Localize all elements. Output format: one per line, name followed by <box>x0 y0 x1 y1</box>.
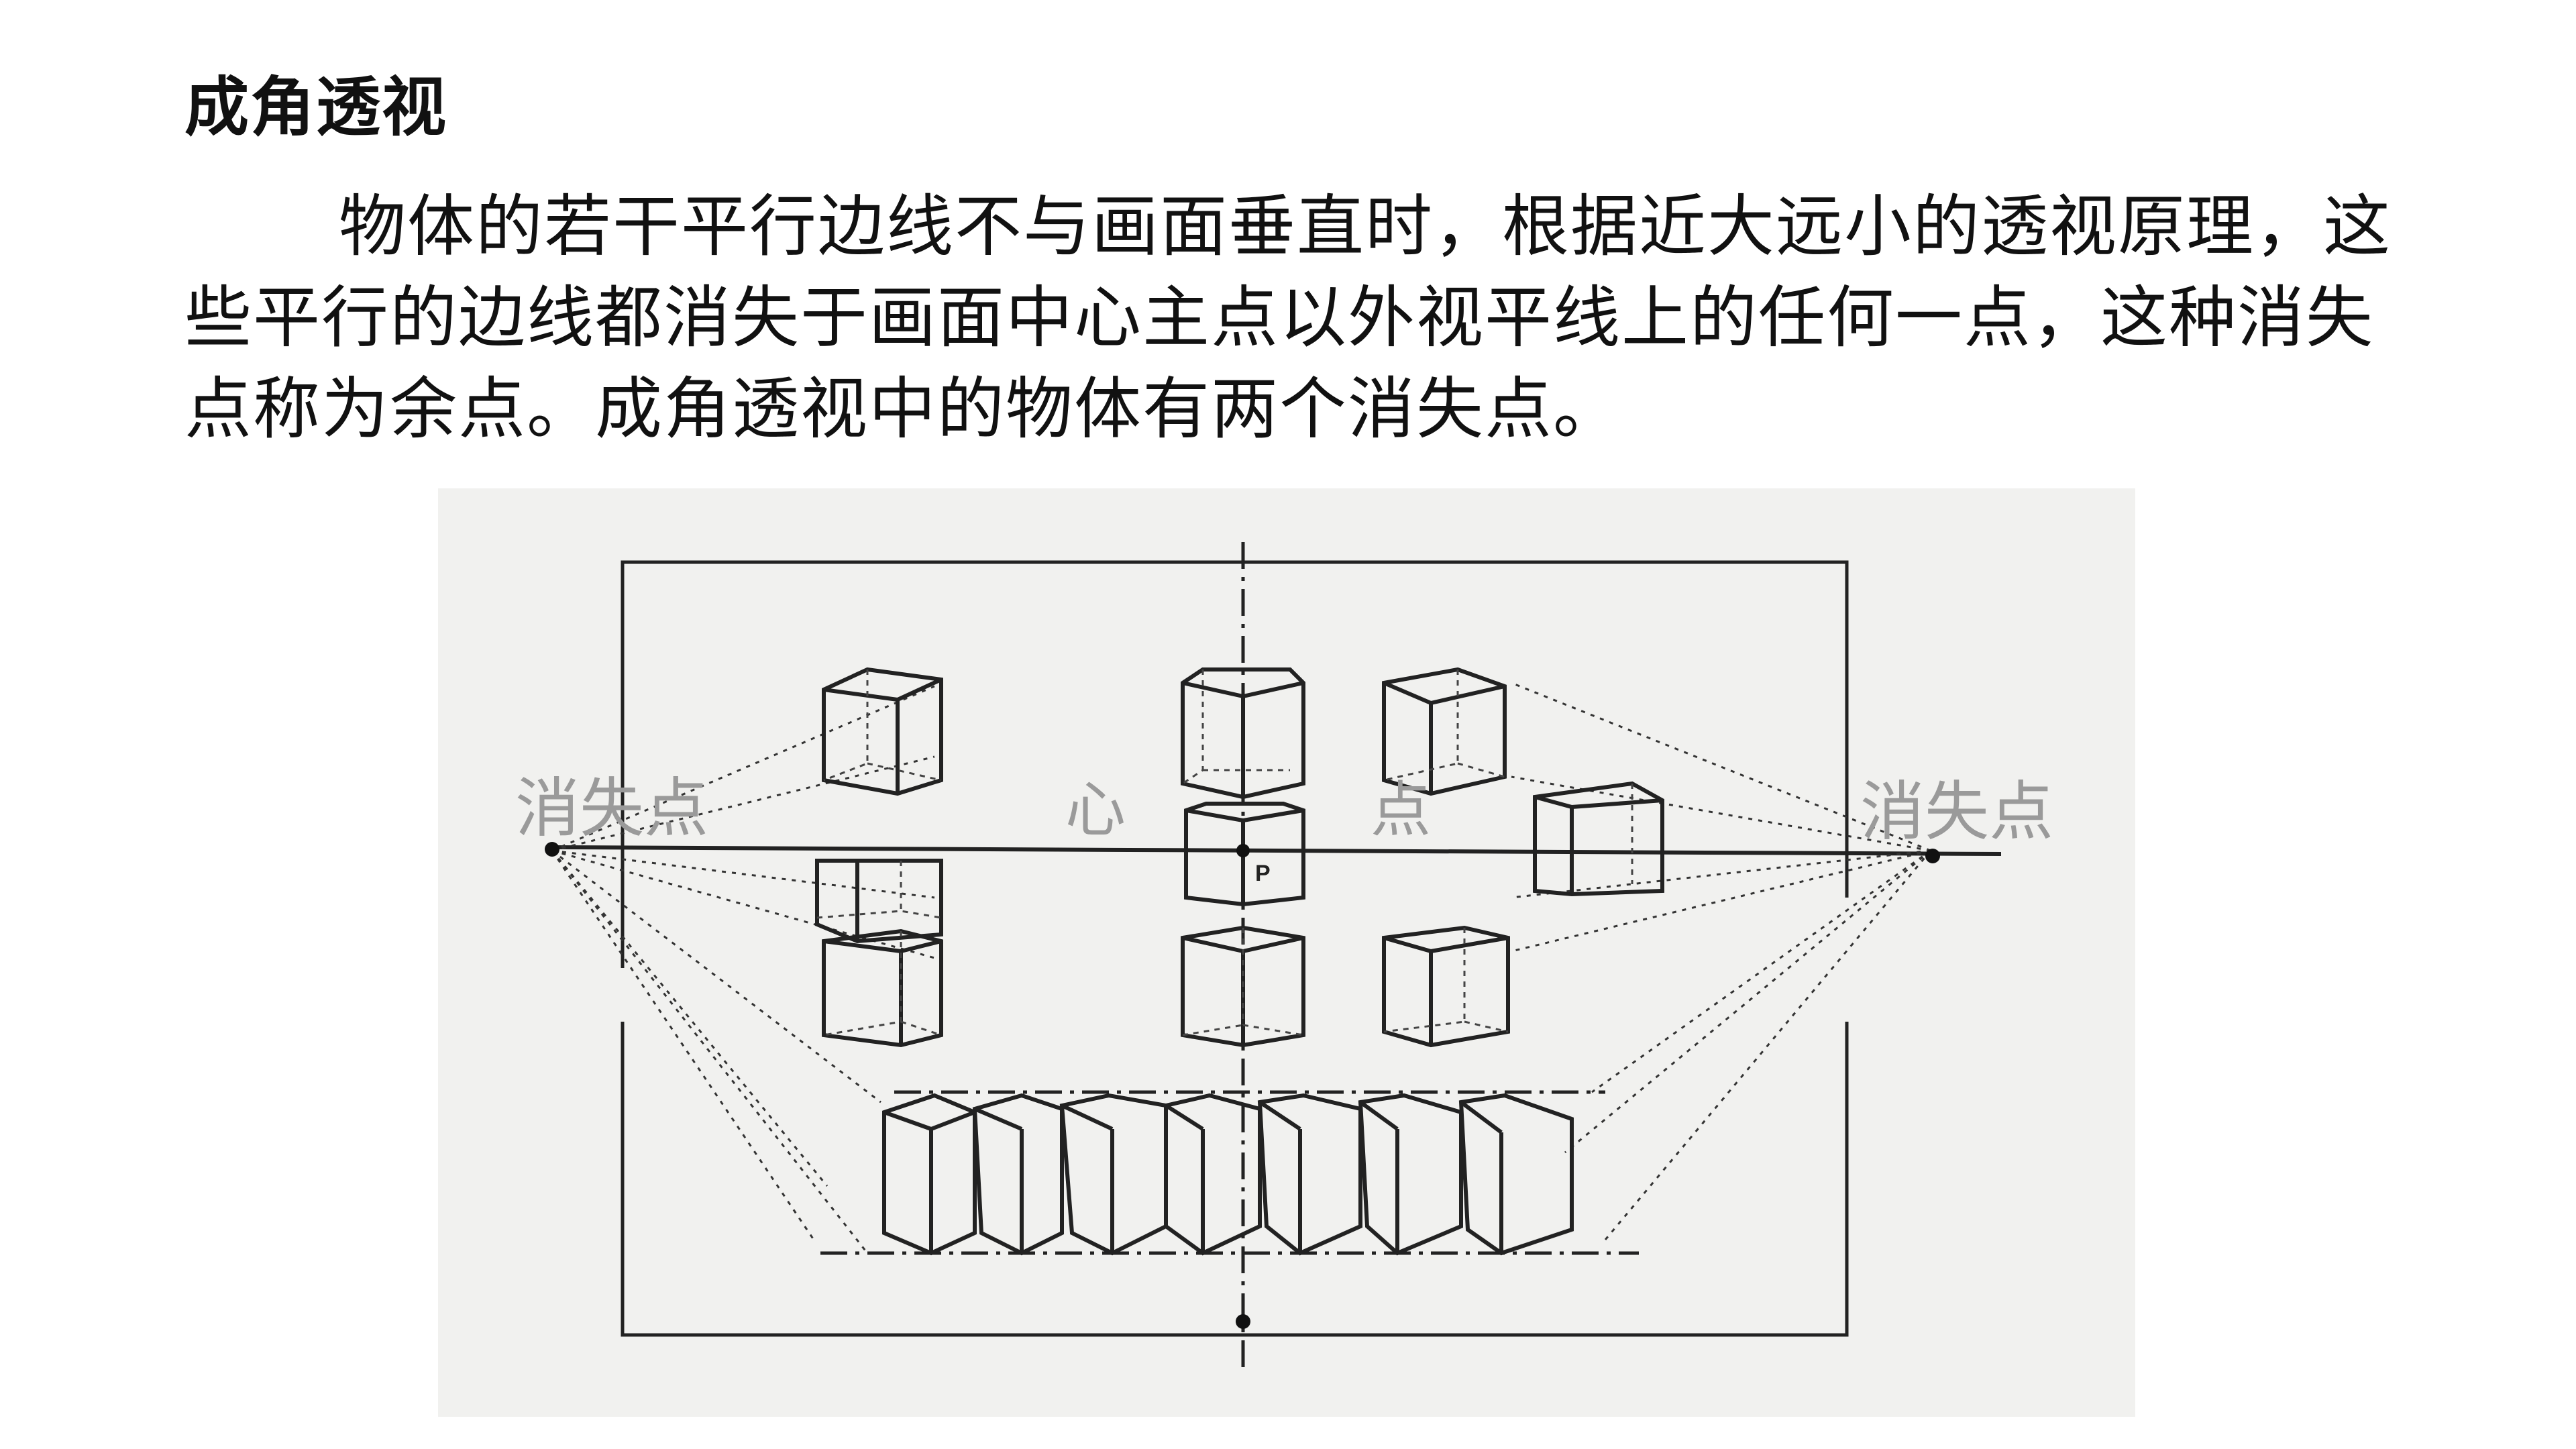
vanishing-points <box>545 842 1940 1329</box>
center-point <box>1236 844 1250 857</box>
perspective-figure: 消失点 消失点 心 点 P <box>438 488 2135 1417</box>
frame-top <box>621 560 1849 968</box>
center-label-dian: 点 <box>1371 775 1431 845</box>
right-vanishing-label: 消失点 <box>1860 774 2053 849</box>
left-vanishing-point <box>545 842 559 857</box>
perspective-diagram: 消失点 消失点 心 点 P <box>515 542 2053 1367</box>
slide-title: 成角透视 <box>184 70 447 145</box>
right-vanishing-point <box>1925 849 1940 863</box>
center-point-letter: P <box>1255 861 1271 886</box>
left-vanishing-label: 消失点 <box>515 771 708 846</box>
hidden-edges <box>816 669 1633 1036</box>
cubes <box>815 667 1664 1256</box>
station-point <box>1236 1314 1250 1329</box>
slide-paragraph: 物体的若干平行边线不与画面垂直时，根据近大远小的透视原理，这些平行的边线都消失于… <box>184 187 2392 448</box>
horizon-line <box>551 845 2002 856</box>
center-label-xin: 心 <box>1065 775 1126 845</box>
frame-bottom <box>621 1022 1849 1337</box>
